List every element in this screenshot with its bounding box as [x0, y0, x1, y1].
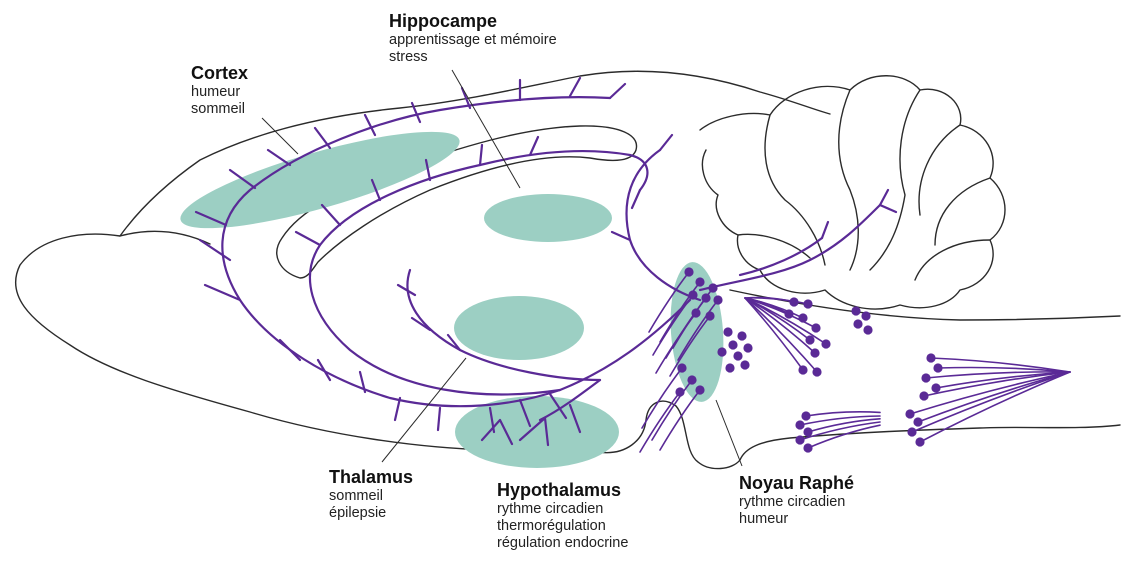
neuron-cell [931, 383, 940, 392]
hippocampe-function: apprentissage et mémoire [389, 32, 557, 49]
neuron-cell [717, 347, 726, 356]
neuron-cell [921, 373, 930, 382]
neuron-cell [795, 435, 804, 444]
thalamus-title: Thalamus [329, 466, 413, 488]
neuron-cell [861, 311, 870, 320]
neuron-cell [733, 351, 742, 360]
neuron-cell [913, 417, 922, 426]
neuron-fiber [912, 372, 1070, 432]
neuron-cell [743, 343, 752, 352]
frontal-inner-outline [120, 231, 210, 244]
noyau-raphe-label: Noyau Raphé rythme circadien humeur [739, 472, 854, 528]
noyau-raphe-title: Noyau Raphé [739, 472, 854, 494]
neuron-cell [805, 335, 814, 344]
neuron-cell [863, 325, 872, 334]
cortex-label: Cortex humeur sommeil [191, 62, 248, 118]
neuron-cell [803, 427, 812, 436]
neuron-cell [811, 323, 820, 332]
hippocampe-function: stress [389, 49, 557, 66]
neuron-cell [798, 365, 807, 374]
neuron-cell [728, 340, 737, 349]
neuron-cell [695, 277, 704, 286]
hypothalamus-label: Hypothalamus rythme circadien thermorégu… [497, 479, 628, 552]
cerebellar-pathway-2 [740, 238, 822, 275]
thalamus-label: Thalamus sommeil épilepsie [329, 466, 413, 522]
hypothalamus-function: thermorégulation [497, 518, 628, 535]
neuron-fiber [806, 412, 880, 416]
hypothalamus-function: rythme circadien [497, 501, 628, 518]
neuron-cell [737, 331, 746, 340]
neuron-cell [723, 327, 732, 336]
noyau-raphe-function: rythme circadien [739, 494, 854, 511]
hypothalamus-region [455, 396, 619, 468]
neuron-cell [905, 409, 914, 418]
hypothalamus-function: régulation endocrine [497, 535, 628, 552]
hippocampe-title: Hippocampe [389, 10, 557, 32]
brain-regions [173, 113, 728, 468]
pathway-branches [196, 78, 896, 432]
neuron-cell [688, 290, 697, 299]
neuron-cell [810, 348, 819, 357]
cortex-title: Cortex [191, 62, 248, 84]
neuron-cell [691, 308, 700, 317]
neuron-cell [675, 387, 684, 396]
thalamus-function: épilepsie [329, 505, 413, 522]
thalamus-region [454, 296, 584, 360]
neuron-cell [919, 391, 928, 400]
neuron-cell [803, 443, 812, 452]
neuron-cell [684, 267, 693, 276]
neuron-cell [677, 363, 686, 372]
neuron-cell [801, 411, 810, 420]
cortex-function: sommeil [191, 101, 248, 118]
neuron-cell [695, 385, 704, 394]
neuron-cell [933, 363, 942, 372]
cortex-function: humeur [191, 84, 248, 101]
neuron-cell [926, 353, 935, 362]
neuron-cell [853, 319, 862, 328]
cerebellar-pathway [700, 205, 880, 290]
neuron-cell [803, 299, 812, 308]
neuron-cell [740, 360, 749, 369]
neuron-cell [725, 363, 734, 372]
neuron-cell [687, 375, 696, 384]
neuron-cell [915, 437, 924, 446]
neuron-cell [851, 306, 860, 315]
neuron-cell [812, 367, 821, 376]
neuron-cell [821, 339, 830, 348]
neuron-cell [708, 283, 717, 292]
thalamus-function: sommeil [329, 488, 413, 505]
cerebellum-folds [738, 90, 990, 280]
hippocampe-label: Hippocampe apprentissage et mémoire stre… [389, 10, 557, 66]
neuron-cell [705, 311, 714, 320]
neuron-fiber [660, 390, 700, 450]
serotonergic-pathways [196, 78, 896, 445]
noyau-raphe-function: humeur [739, 511, 854, 528]
neuron-cell [795, 420, 804, 429]
neuron-cell [713, 295, 722, 304]
neuron-cell [907, 427, 916, 436]
hippocampe-region [484, 194, 612, 242]
hypothalamus-title: Hypothalamus [497, 479, 628, 501]
